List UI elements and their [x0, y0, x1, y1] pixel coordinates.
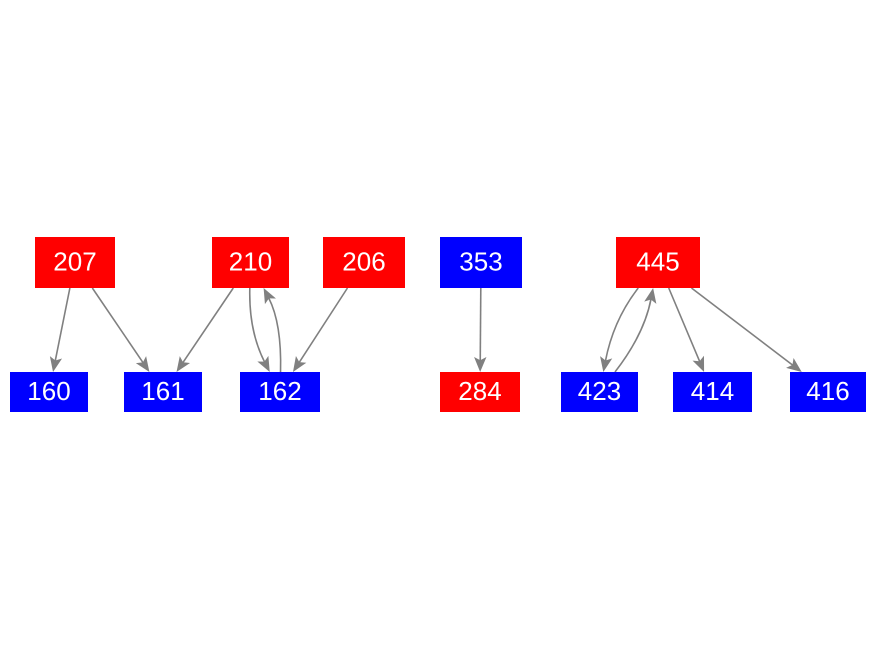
edge-line [614, 298, 652, 373]
edge-line [267, 297, 282, 373]
node-box[interactable] [323, 237, 405, 288]
arrowhead-icon [474, 356, 487, 372]
arrowhead-icon [692, 355, 705, 372]
graph-node-445[interactable]: 445 [616, 237, 700, 288]
graph-node-423[interactable]: 423 [561, 372, 638, 412]
node-box[interactable] [790, 372, 866, 412]
edge-445-to-423 [600, 287, 639, 372]
edge-445-to-416 [690, 287, 802, 372]
arrowhead-icon [786, 357, 802, 372]
graph-node-206[interactable]: 206 [323, 237, 405, 288]
graph-node-416[interactable]: 416 [790, 372, 866, 412]
edge-line [248, 287, 266, 363]
arrowhead-icon [292, 356, 307, 372]
arrowhead-icon [176, 356, 191, 372]
node-box[interactable] [212, 237, 289, 288]
node-box[interactable] [10, 372, 88, 412]
edge-353-to-284 [474, 287, 487, 372]
arrowhead-icon [49, 356, 63, 372]
node-box[interactable] [561, 372, 638, 412]
edge-line [182, 287, 234, 364]
node-layer: 207 210 206 353 445 160 161 162 284 423 414 416 [10, 237, 866, 412]
node-box[interactable] [124, 372, 202, 412]
edge-line [690, 287, 794, 366]
edge-layer [49, 287, 802, 373]
graph-node-160[interactable]: 160 [10, 372, 88, 412]
edge-line [604, 287, 639, 362]
node-box[interactable] [440, 372, 520, 412]
arrowhead-icon [600, 356, 613, 372]
arrowhead-icon [135, 356, 150, 372]
node-box[interactable] [440, 237, 522, 288]
edge-162-to-210 [263, 288, 282, 373]
node-box[interactable] [616, 237, 700, 288]
graph-node-207[interactable]: 207 [35, 237, 115, 288]
graph-node-284[interactable]: 284 [440, 372, 520, 412]
arrowhead-icon [644, 288, 657, 304]
edge-line [298, 287, 349, 364]
edge-210-to-161 [176, 287, 234, 372]
arrowhead-icon [263, 288, 276, 305]
edge-423-to-445 [614, 288, 657, 373]
graph-node-414[interactable]: 414 [673, 372, 752, 412]
arrowhead-icon [257, 355, 270, 372]
edge-line [91, 287, 144, 364]
edge-445-to-414 [667, 287, 705, 372]
edge-207-to-161 [91, 287, 150, 372]
edge-line [667, 287, 701, 363]
node-box[interactable] [673, 372, 752, 412]
edge-210-to-162 [248, 287, 270, 372]
edge-line [54, 287, 71, 362]
node-box[interactable] [35, 237, 115, 288]
edge-206-to-162 [292, 287, 349, 372]
edge-line [479, 287, 482, 362]
graph-node-162[interactable]: 162 [240, 372, 320, 412]
node-box[interactable] [240, 372, 320, 412]
graph-node-161[interactable]: 161 [124, 372, 202, 412]
graph-node-210[interactable]: 210 [212, 237, 289, 288]
edge-207-to-160 [49, 287, 71, 372]
graph-node-353[interactable]: 353 [440, 237, 522, 288]
